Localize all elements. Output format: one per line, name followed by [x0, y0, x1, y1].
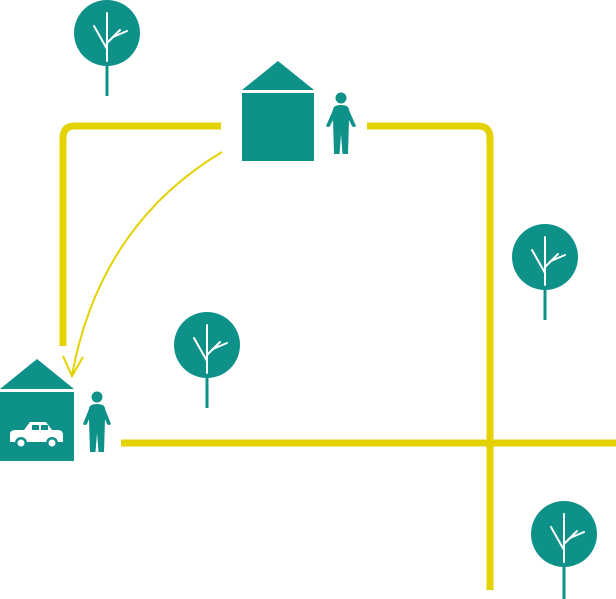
tree-icon	[74, 0, 140, 96]
tree-icon	[531, 501, 597, 599]
person-icon	[326, 92, 356, 154]
curved-arrow-icon	[62, 151, 223, 379]
garage-icon	[0, 359, 74, 461]
house-icon	[242, 61, 314, 161]
person-icon	[83, 391, 111, 452]
tree-icon	[512, 224, 578, 320]
road-right-top	[367, 122, 494, 590]
tree-icon	[174, 312, 240, 408]
car-icon	[10, 422, 63, 449]
road-left-top	[59, 122, 221, 346]
roads	[59, 122, 616, 590]
